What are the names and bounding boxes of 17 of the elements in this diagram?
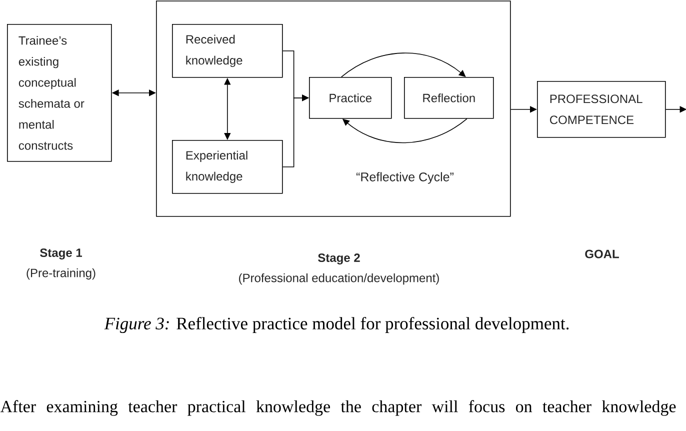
container-box bbox=[156, 0, 511, 217]
goal-label: GOAL bbox=[585, 250, 619, 258]
cycle-label: “Reflective Cycle” bbox=[356, 172, 454, 184]
stage-label: Stage 1 bbox=[40, 248, 82, 260]
curved-arrow bbox=[341, 52, 466, 78]
stage-label: Stage 2 bbox=[318, 254, 360, 264]
text-box: Trainee’s existing conceptual schemata or mental constructs bbox=[7, 24, 112, 162]
body-text: After examining teacher practical knowledge the chapter will focus on teacher knowledge bbox=[0, 400, 676, 416]
arrow bbox=[665, 106, 686, 113]
goal-box: PROFESSIONAL COMPETENCE bbox=[537, 81, 666, 138]
process-box: Reflection bbox=[404, 77, 494, 119]
stage-subtitle: (Pre-training) bbox=[26, 268, 96, 280]
stage-subtitle: (Professional education/development) bbox=[239, 273, 439, 285]
process-box: Practice bbox=[309, 77, 392, 119]
text-box: Experiential knowledge bbox=[172, 140, 283, 194]
figure-caption: Figure 3: Reflective practice model for professional development. bbox=[104, 316, 569, 334]
text-box: Received knowledge bbox=[172, 24, 283, 78]
